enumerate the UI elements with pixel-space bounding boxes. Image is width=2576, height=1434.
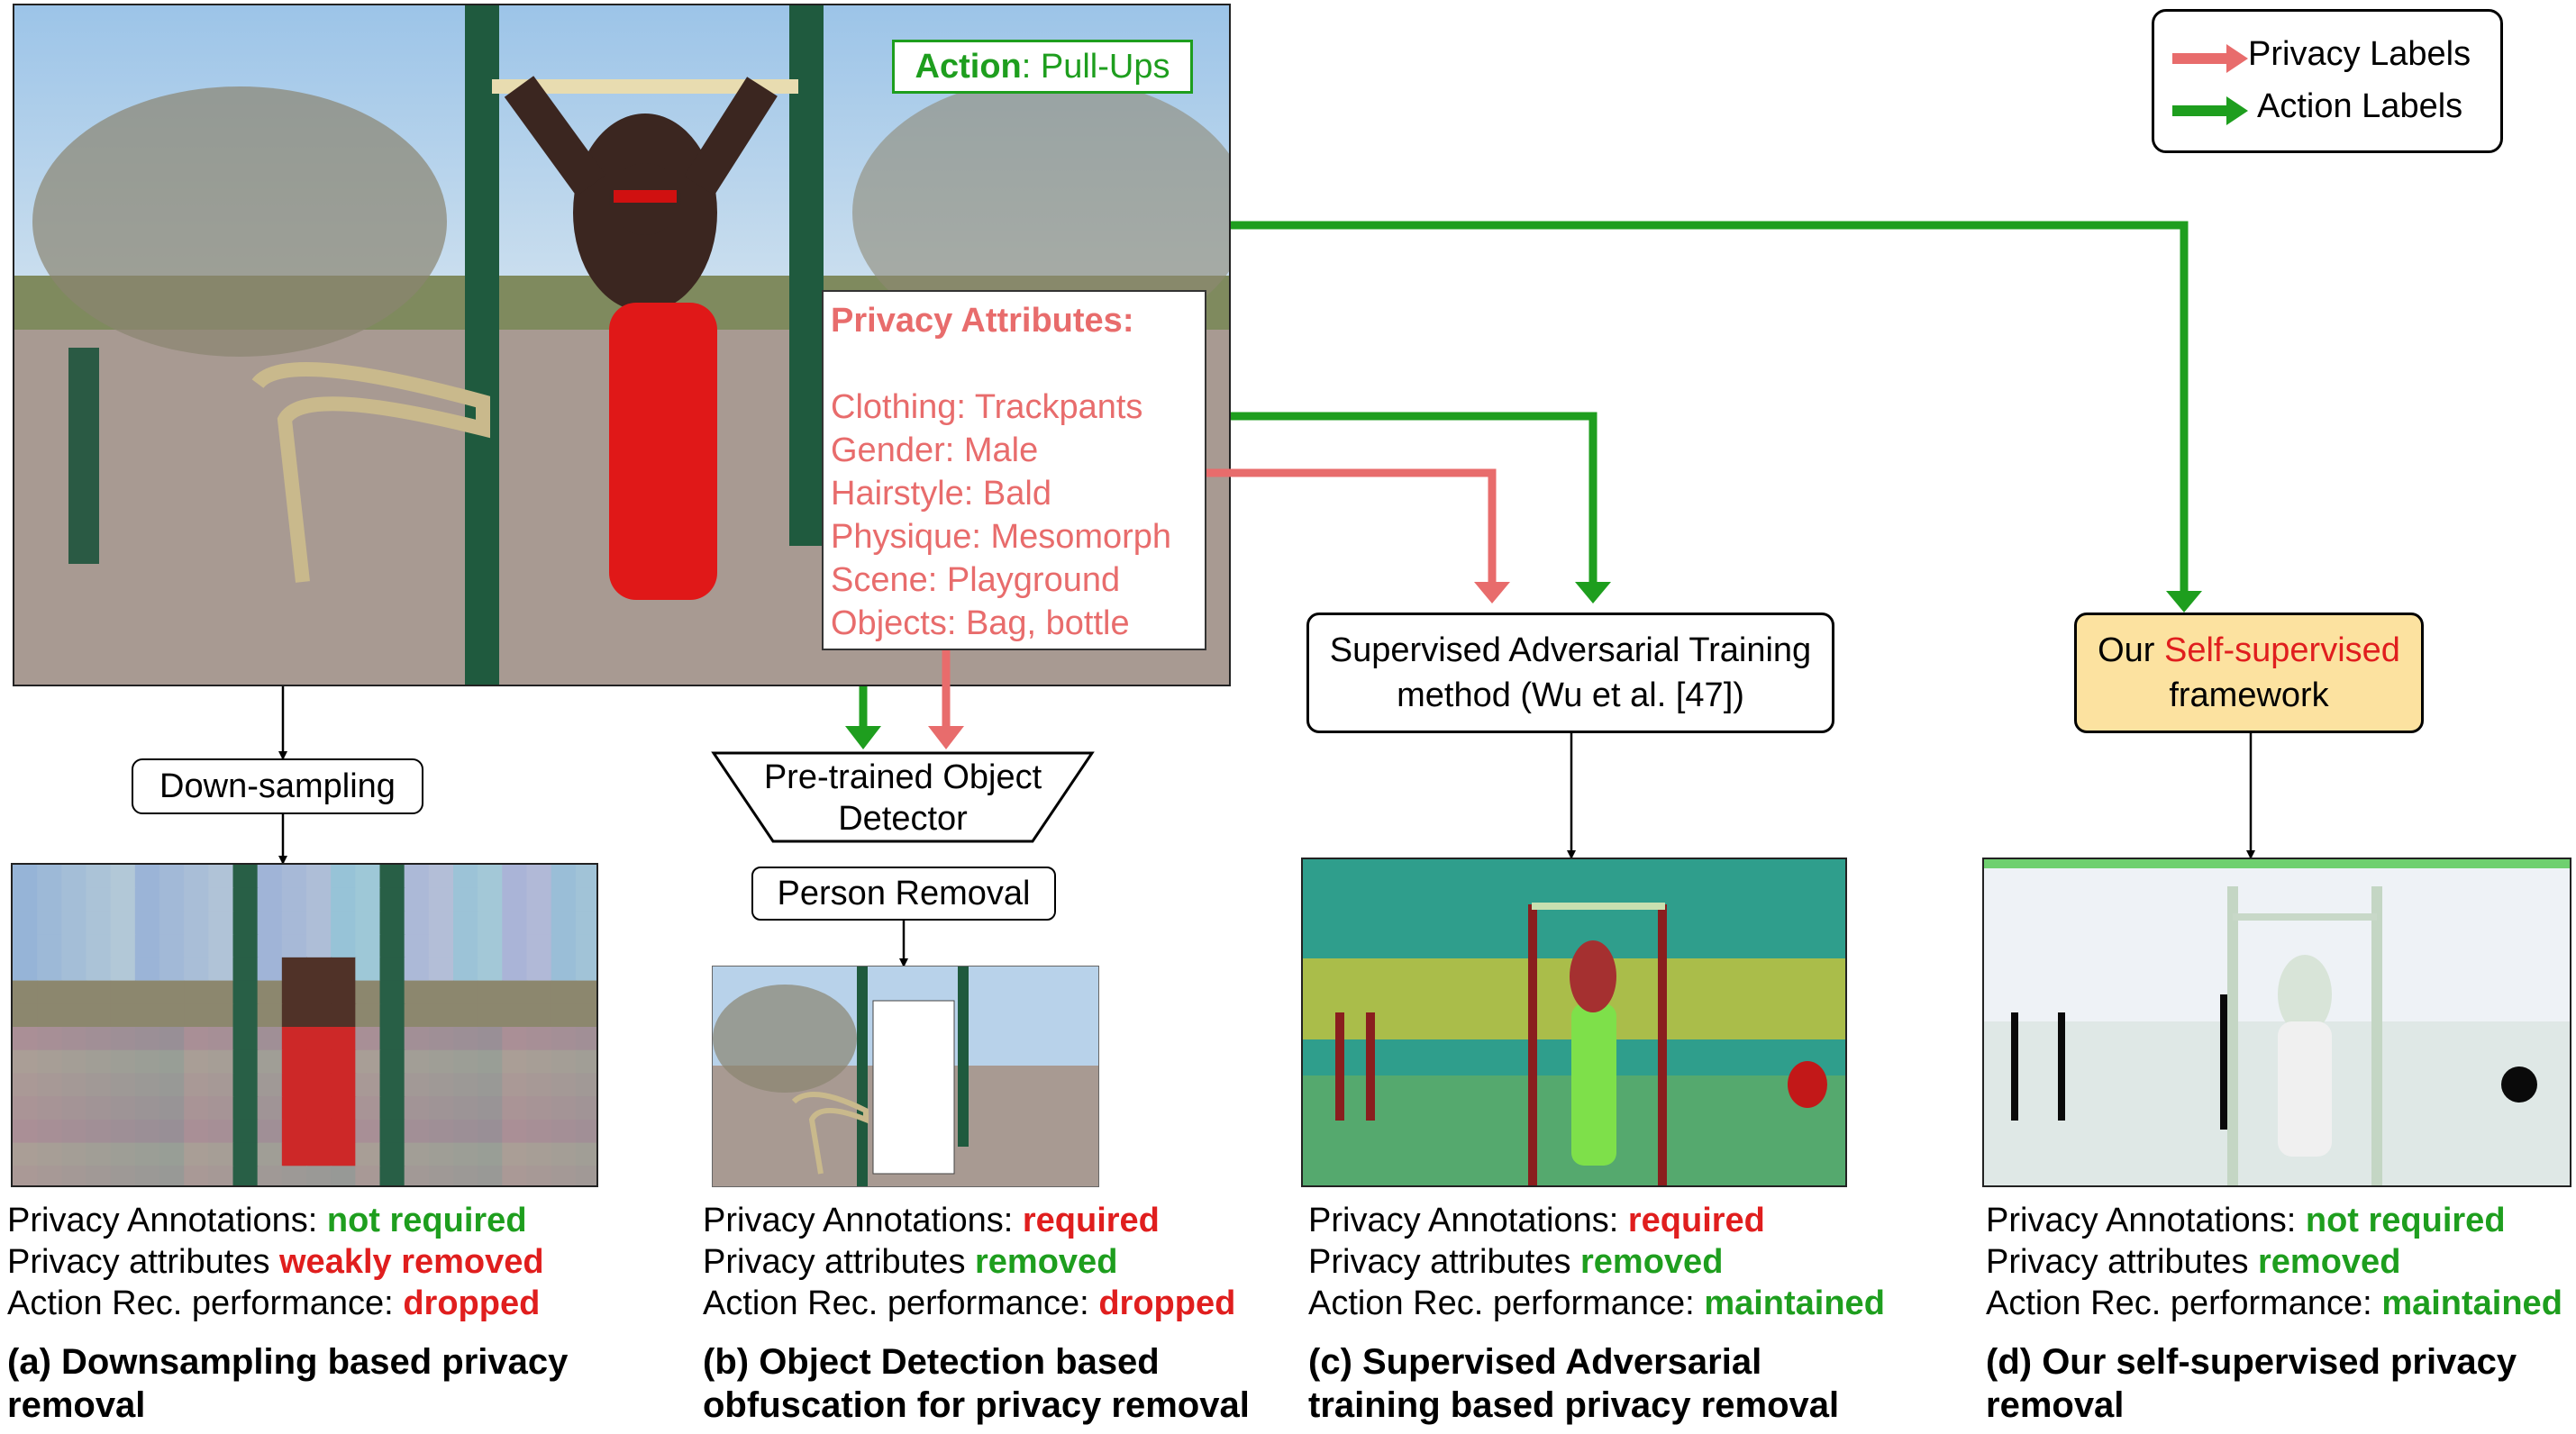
panel-c-annotations: Privacy Annotations: required [1308,1200,1765,1241]
action-arrowhead-supervised [1575,582,1611,604]
main-photo-illustration [14,5,1229,685]
legend-privacy-label: Privacy Labels [2248,35,2471,73]
privacy-legend-arrow-icon [2172,44,2248,73]
panel-b-caption-line2: obfuscation for privacy removal [703,1385,1250,1425]
supervised-line2: method (Wu et al. [47]) [1397,676,1744,714]
action-arrowhead-detector [845,726,881,749]
action-label-tag: Action: Pull-Ups [892,40,1193,94]
action-arrow-ours [1231,221,2189,594]
downsampling-label: Down-sampling [159,767,396,805]
object-removed-thumbnail [712,966,1099,1187]
panel-b-performance-value: dropped [1098,1284,1236,1322]
panel-a-performance-value: dropped [403,1284,541,1322]
object-removed-illustration [713,967,1098,1186]
panel-c-annotations-label: Privacy Annotations: [1308,1202,1628,1239]
panel-a-caption: (a) Downsampling based privacy removal [7,1340,568,1427]
panel-a-caption-line2: removal [7,1385,146,1425]
panel-b-attributes: Privacy attributes removed [703,1241,1117,1283]
panel-d-performance-value: maintained [2381,1284,2562,1322]
action-prefix: Action [915,48,1022,86]
panel-d-attributes-value: removed [2258,1243,2401,1281]
panel-b-annotations: Privacy Annotations: required [703,1200,1160,1241]
supervised-method-box: Supervised Adversarial Training method (… [1306,613,1834,733]
privacy-attribute-item: Clothing: Trackpants [831,388,1143,426]
panel-a-attributes-label: Privacy attributes [7,1243,279,1281]
panel-c-attributes-value: removed [1580,1243,1724,1281]
supervised-output-thumbnail [1301,858,1847,1187]
object-detector-shape [711,751,1095,843]
panel-a-caption-line1: (a) Downsampling based privacy [7,1342,569,1382]
privacy-arrow-supervised [1206,468,1497,585]
supervised-output-illustration [1303,859,1845,1185]
panel-b-attributes-value: removed [975,1243,1118,1281]
privacy-attributes-box: Privacy Attributes: Clothing: Trackpants… [822,290,1206,650]
panel-d-annotations-value: not required [2305,1202,2506,1239]
panel-d-attributes: Privacy attributes removed [1986,1241,2400,1283]
detector-line2: Detector [838,800,968,838]
ours-output-thumbnail [1982,858,2571,1187]
action-arrowhead-ours [2166,591,2202,613]
downsampling-box: Down-sampling [132,758,423,814]
panel-b-annotations-label: Privacy Annotations: [703,1202,1023,1239]
downsampled-illustration [13,865,596,1185]
ours-output-illustration [1984,859,2570,1185]
ours-line2: framework [2169,676,2329,714]
privacy-attribute-item: Gender: Male [831,431,1039,469]
ours-highlight: Self-supervised [2164,631,2400,669]
panel-a-attributes: Privacy attributes weakly removed [7,1241,544,1283]
panel-c-performance-label: Action Rec. performance: [1308,1284,1705,1322]
panel-c-attributes: Privacy attributes removed [1308,1241,1723,1283]
privacy-attribute-item: Hairstyle: Bald [831,475,1051,513]
panel-b-caption: (b) Object Detection based obfuscation f… [703,1340,1250,1427]
panel-b-performance: Action Rec. performance: dropped [703,1283,1235,1324]
panel-d-annotations: Privacy Annotations: not required [1986,1200,2506,1241]
panel-c-caption-line2: training based privacy removal [1308,1385,1840,1425]
main-photo [13,4,1231,686]
panel-d-caption-line2: removal [1986,1385,2125,1425]
panel-c-annotations-value: required [1627,1202,1765,1239]
panel-a-performance-label: Action Rec. performance: [7,1284,404,1322]
panel-b-attributes-label: Privacy attributes [703,1243,975,1281]
panel-a-performance: Action Rec. performance: dropped [7,1283,540,1324]
supervised-line1: Supervised Adversarial Training [1329,631,1812,669]
ours-line1: Our Self-supervised [2098,628,2400,673]
detector-line1: Pre-trained Object [763,758,1042,796]
panel-d-caption: (d) Our self-supervised privacy removal [1986,1340,2517,1427]
legend-action-label: Action Labels [2257,87,2463,125]
panel-c-attributes-label: Privacy attributes [1308,1243,1580,1281]
panel-d-annotations-label: Privacy Annotations: [1986,1202,2306,1239]
panel-c-caption: (c) Supervised Adversarial training base… [1308,1340,1839,1427]
action-legend-arrow-icon [2172,96,2248,125]
privacy-attributes-header: Privacy Attributes: [831,302,1134,340]
downsampled-thumbnail [11,863,598,1187]
panel-d-attributes-label: Privacy attributes [1986,1243,2258,1281]
panel-d-performance: Action Rec. performance: maintained [1986,1283,2562,1324]
privacy-attribute-item: Objects: Bag, bottle [831,604,1130,642]
person-removal-label: Person Removal [777,875,1031,912]
panel-d-caption-line1: (d) Our self-supervised privacy [1986,1342,2517,1382]
object-detector-label: Pre-trained Object Detector [739,755,1067,841]
person-removal-box: Person Removal [751,867,1056,921]
privacy-arrowhead-detector [928,726,964,749]
panel-b-performance-label: Action Rec. performance: [703,1284,1099,1322]
panel-c-performance-value: maintained [1704,1284,1885,1322]
panel-a-attributes-value: weakly removed [279,1243,544,1281]
privacy-attribute-item: Scene: Playground [831,561,1121,599]
panel-a-annotations: Privacy Annotations: not required [7,1200,527,1241]
panel-c-performance: Action Rec. performance: maintained [1308,1283,1885,1324]
legend: Privacy Labels Action Labels [2152,9,2503,153]
panel-a-annotations-label: Privacy Annotations: [7,1202,327,1239]
ours-framework-box: Our Self-supervised framework [2074,613,2424,733]
privacy-attribute-item: Physique: Mesomorph [831,518,1172,556]
action-value: : Pull-Ups [1021,48,1170,86]
panel-b-caption-line1: (b) Object Detection based [703,1342,1160,1382]
ours-prefix: Our [2098,631,2164,669]
panel-a-annotations-value: not required [326,1202,527,1239]
privacy-arrowhead-supervised [1474,582,1510,604]
action-arrow-supervised [1231,412,1597,585]
panel-c-caption-line1: (c) Supervised Adversarial [1308,1342,1762,1382]
panel-b-annotations-value: required [1022,1202,1160,1239]
panel-d-performance-label: Action Rec. performance: [1986,1284,2382,1322]
